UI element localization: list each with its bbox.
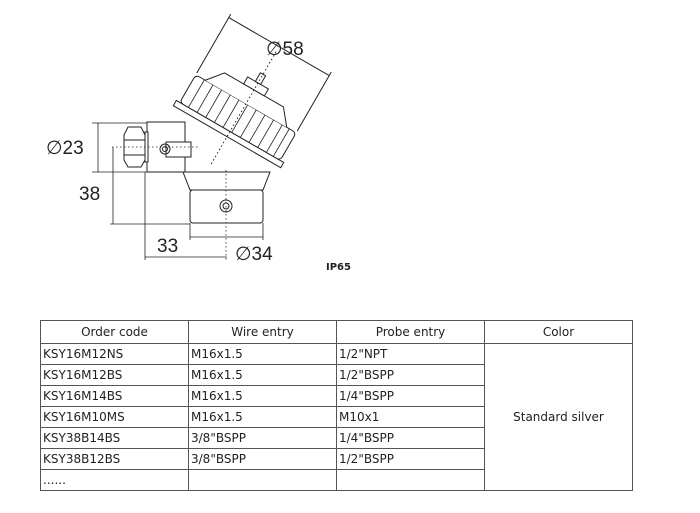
order-table: Order code Wire entry Probe entry Color …	[40, 320, 633, 491]
order-code: KSY16M12NS	[40, 343, 189, 365]
cable-gland-nut	[123, 126, 146, 168]
wire-entry: 3/8"BSPP	[188, 427, 337, 449]
table-header: Order code Wire entry Probe entry Color	[40, 320, 633, 344]
probe-entry: 1/2"NPT	[336, 343, 485, 365]
probe-entry: M10x1	[336, 406, 485, 428]
wire-entry: M16x1.5	[188, 385, 337, 407]
order-code: KSY38B14BS	[40, 427, 189, 449]
probe-entry: 1/2"BSPP	[336, 364, 485, 386]
probe-entry	[336, 469, 485, 491]
probe-entry: 1/2"BSPP	[336, 448, 485, 470]
junction-box-drawing: ∅58 ∅23 38 33 ∅34	[46, 13, 332, 265]
header-order-code: Order code	[40, 320, 189, 344]
wire-entry: 3/8"BSPP	[188, 448, 337, 470]
ip-rating: IP65	[326, 262, 351, 273]
order-code: KSY38B12BS	[40, 448, 189, 470]
header-wire-entry: Wire entry	[188, 320, 337, 344]
order-code: ......	[40, 469, 189, 491]
dim-cap-diameter: ∅58	[266, 39, 304, 60]
color-cell: Standard silver	[484, 343, 633, 491]
order-code: KSY16M12BS	[40, 364, 189, 386]
base-cylinder	[189, 189, 264, 224]
cap	[172, 13, 332, 169]
header-probe-entry: Probe entry	[336, 320, 485, 344]
table-row: KSY16M10MS M16x1.5 M10x1	[40, 406, 633, 428]
probe-entry: 1/4"BSPP	[336, 385, 485, 407]
table-row: ......	[40, 469, 633, 491]
base-screw-icon	[219, 199, 233, 213]
wire-entry	[188, 469, 337, 491]
table-row: KSY16M12NS M16x1.5 1/2"NPT Standard silv…	[40, 343, 633, 491]
probe-entry: 1/4"BSPP	[336, 427, 485, 449]
table-row: KSY38B14BS 3/8"BSPP 1/4"BSPP	[40, 427, 633, 449]
order-code: KSY16M10MS	[40, 406, 189, 428]
table-row: KSY16M12BS M16x1.5 1/2"BSPP	[40, 364, 633, 386]
dim-base-diameter: ∅34	[235, 244, 273, 265]
wire-entry: M16x1.5	[188, 364, 337, 386]
dim-offset: 33	[157, 236, 178, 257]
body-neck	[182, 171, 271, 191]
side-screw-icon	[159, 143, 171, 155]
wire-entry: M16x1.5	[188, 343, 337, 365]
dim-entry-diameter: ∅23	[46, 138, 84, 159]
dim-height: 38	[79, 184, 100, 205]
header-color: Color	[484, 320, 633, 344]
wire-entry: M16x1.5	[188, 406, 337, 428]
order-code: KSY16M14BS	[40, 385, 189, 407]
